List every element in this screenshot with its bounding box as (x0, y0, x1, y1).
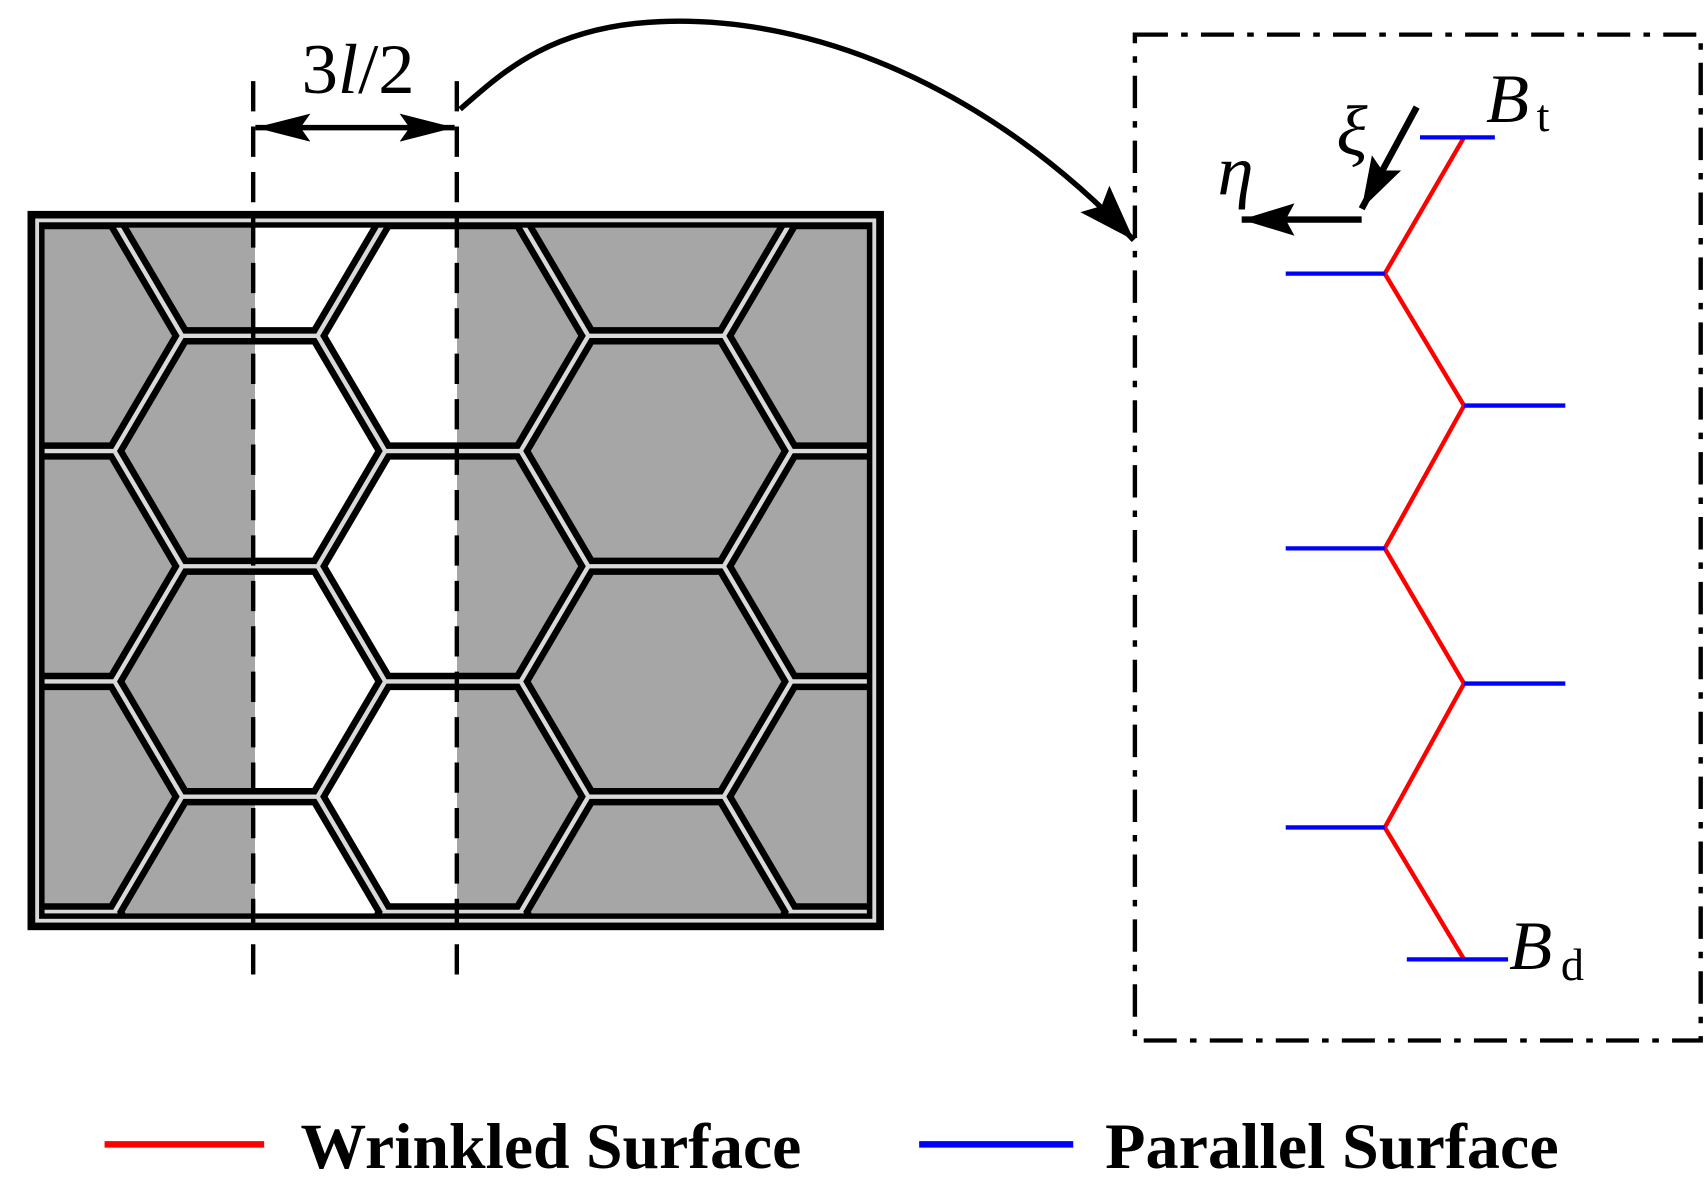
honeycomb-cell (726, 683, 872, 910)
dimension-number: 3 (302, 30, 338, 109)
honeycomb-panel (27, 210, 884, 931)
xi-axis-arrow (1358, 105, 1420, 211)
honeycomb-cells (39, 222, 872, 919)
honeycomb-cell (523, 337, 789, 565)
bottom-boundary-subscript: d (1561, 939, 1584, 990)
callout-arrow (458, 18, 1136, 242)
legend-wrinkled-label: Wrinkled Surface (301, 1112, 802, 1183)
dimension-fraction: /2 (358, 30, 415, 109)
honeycomb-cell (524, 222, 788, 334)
honeycomb-cell (320, 453, 586, 680)
top-boundary-symbol: B (1486, 62, 1529, 138)
dimension-label: 3l/2 (302, 30, 415, 109)
xi-axis-label: ξ (1336, 91, 1367, 170)
honeycomb-cell (39, 453, 180, 680)
honeycomb-cell (117, 568, 383, 795)
bottom-boundary-symbol: B (1509, 909, 1552, 985)
honeycomb-cell (320, 683, 586, 910)
honeycomb-cell (726, 453, 872, 680)
honeycomb-cell (523, 568, 789, 795)
top-boundary-subscript: t (1537, 90, 1550, 141)
honeycomb-cell (39, 683, 180, 910)
honeycomb-cell (117, 798, 383, 919)
parallel-surface-segments (1285, 135, 1566, 962)
legend-parallel-label: Parallel Surface (1105, 1112, 1559, 1183)
honeycomb-cell (790, 914, 872, 919)
wrinkled-surface-line (1382, 136, 1467, 961)
honeycomb-cell (117, 337, 383, 565)
honeycomb-cell (384, 914, 522, 919)
honeycomb-cell (118, 222, 382, 334)
dimension-variable: l (338, 30, 358, 109)
legend: Wrinkled Surface Parallel Surface (104, 1112, 1559, 1183)
honeycomb-cell (523, 798, 789, 919)
honeycomb-cell (39, 914, 116, 919)
honeycomb-cell (726, 222, 872, 449)
detail-view-frame (1132, 32, 1703, 1043)
eta-axis-label: η (1217, 131, 1253, 210)
